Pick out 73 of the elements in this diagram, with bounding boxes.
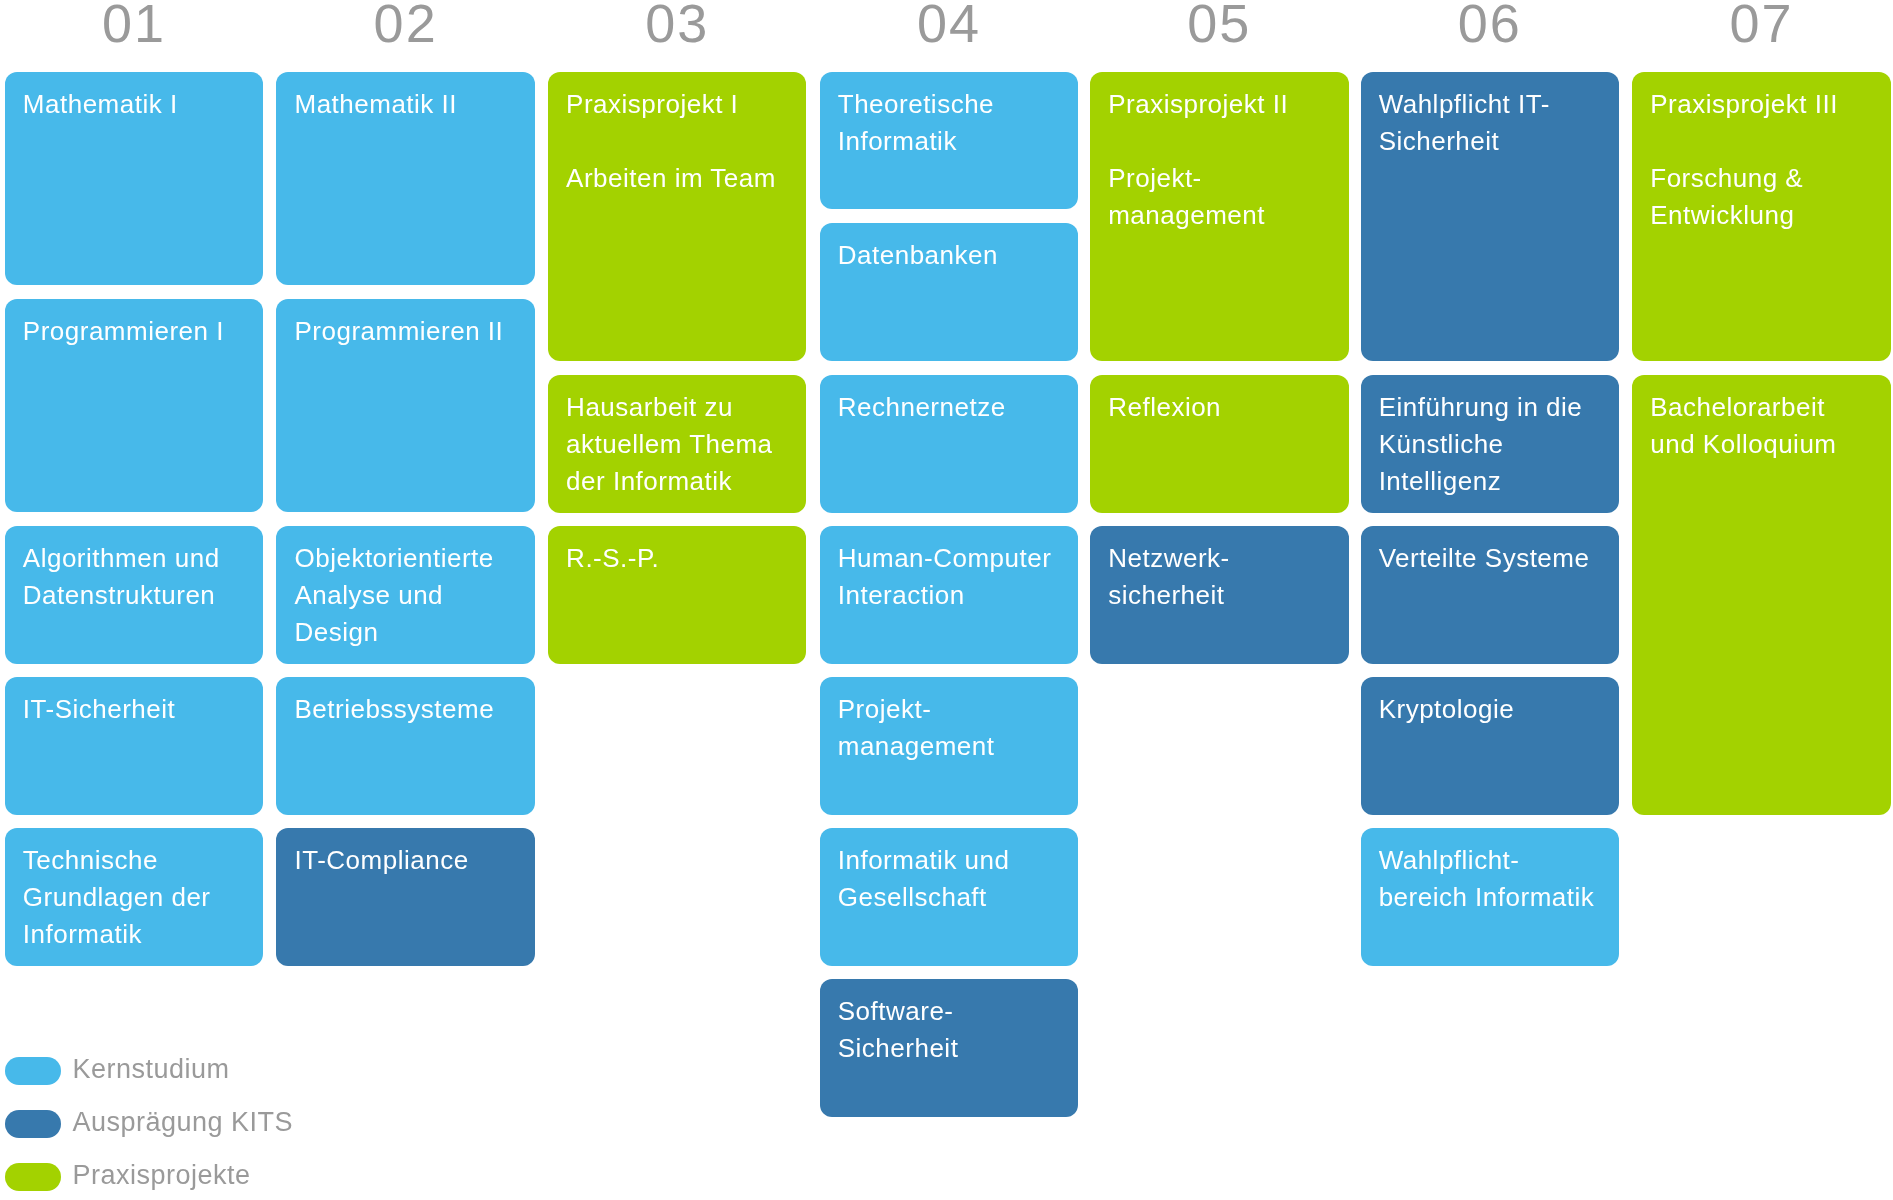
module-subtitle: Arbeiten im Team [566, 162, 777, 196]
module-title: Programmieren I [22, 315, 225, 349]
module-title: Mathematik II [294, 88, 459, 122]
module-card [1360, 526, 1619, 664]
module-card [4, 828, 264, 966]
module-title: Verteilte Systeme [1378, 542, 1591, 576]
module-card [819, 677, 1079, 815]
module-title: Software-Sicherheit [837, 995, 960, 1066]
module-card [1360, 828, 1619, 966]
module-subtitle: Forschung & Entwicklung [1650, 162, 1805, 233]
module-title: Kryptologie [1378, 693, 1516, 727]
semester-number: 01 [100, 0, 168, 54]
module-title: Betriebssysteme [294, 693, 496, 727]
module-card [548, 72, 807, 361]
module-card [4, 72, 264, 285]
module-card [1360, 375, 1619, 514]
module-card [276, 526, 535, 664]
module-card [1090, 375, 1349, 514]
module-title: Bachelorarbeit und Kolloquium [1650, 391, 1838, 462]
legend-text: Ausprägung KITS [72, 1107, 294, 1138]
module-title: Rechnernetze [837, 391, 1007, 425]
module-title: Wahlpflicht-bereich Informatik [1378, 844, 1596, 915]
module-title: Hausarbeit zu aktuellem Thema der Informatik [566, 391, 774, 499]
module-card [819, 979, 1079, 1117]
module-title: Projekt-management [837, 693, 996, 764]
module-title: Reflexion [1108, 391, 1223, 425]
module-title: Programmieren II [294, 315, 505, 349]
semester-number: 06 [1456, 0, 1523, 54]
module-card [1632, 72, 1891, 361]
module-card [276, 72, 535, 285]
module-card [4, 299, 264, 512]
module-card [4, 677, 264, 815]
module-title: IT-Sicherheit [22, 693, 177, 727]
module-title: Einführung in die Künstliche Intelligenz [1378, 391, 1584, 499]
legend-text: Kernstudium [72, 1053, 230, 1085]
module-card [1632, 375, 1891, 815]
semester-number: 05 [1186, 0, 1253, 54]
module-card [819, 375, 1079, 514]
module-title: Wahlpflicht IT-Sicherheit [1378, 88, 1551, 159]
module-card [4, 526, 264, 664]
module-card [819, 72, 1079, 209]
module-card [276, 828, 535, 966]
module-title: Human-Computer Interaction [837, 542, 1053, 613]
module-card [548, 526, 807, 664]
module-title: Datenbanken [837, 239, 999, 273]
semester-number: 04 [915, 0, 982, 54]
module-card [1360, 677, 1619, 815]
module-title: Netzwerk-sicherheit [1108, 542, 1231, 613]
semester-number: 07 [1728, 0, 1795, 54]
module-card [276, 677, 535, 815]
semester-number: 02 [372, 0, 439, 54]
module-title: IT-Compliance [294, 844, 470, 878]
module-title: Mathematik I [22, 88, 179, 122]
module-title: Theoretische Informatik [837, 88, 996, 159]
module-card [819, 223, 1079, 361]
module-card [1090, 526, 1349, 664]
module-title: Algorithmen und Datenstrukturen [22, 542, 221, 613]
module-card [819, 828, 1079, 966]
module-title: Praxisprojekt II [1108, 88, 1290, 122]
module-card [548, 375, 807, 514]
module-title: Praxisprojekt III [1650, 88, 1839, 122]
module-card [1090, 72, 1349, 361]
module-title: Praxisprojekt I [566, 88, 740, 122]
semester-number: 03 [644, 0, 711, 54]
module-card [819, 526, 1079, 664]
module-subtitle: Projekt-management [1108, 162, 1266, 233]
legend-text: Praxisprojekte [72, 1160, 251, 1192]
module-title: R.-S.-P. [566, 542, 661, 576]
module-card [276, 299, 535, 512]
module-title: Technische Grundlagen der Informatik [22, 844, 212, 952]
module-title: Informatik und Gesellschaft [837, 844, 1011, 915]
module-card [1360, 72, 1619, 361]
module-title: Objektorientierte Analyse und Design [294, 542, 495, 650]
